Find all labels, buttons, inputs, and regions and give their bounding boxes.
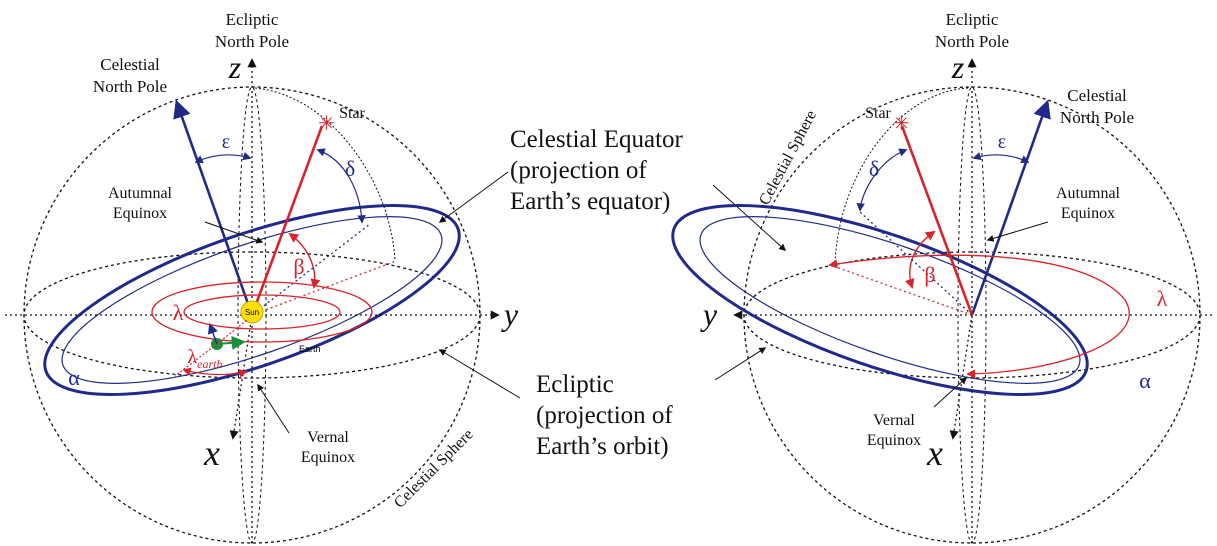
right-autumnal-pointer <box>986 221 1049 242</box>
left-lambda-ellipse-outer <box>151 281 373 343</box>
left-star-label: Star <box>339 105 365 122</box>
left-star-projection-red <box>251 260 397 316</box>
left-delta-arc <box>316 148 366 224</box>
left-earth-label: Earth <box>299 344 321 354</box>
left-lambda-earth-label: λearth <box>187 346 222 371</box>
left-star-meridian-arc <box>254 87 396 261</box>
left-diagram: ✳ Sun Earth Ecliptic North Pole Celestia… <box>5 10 519 544</box>
right-lambda-arc <box>828 254 1130 379</box>
right-axis-y-label: y <box>700 296 718 332</box>
right-celestial-pole-arrow <box>970 99 1051 316</box>
left-celestial-pole-line1: Celestial <box>100 55 160 74</box>
ecliptic-label-line3: Earth’s orbit) <box>536 433 669 460</box>
left-star-marker: ✳ <box>318 113 335 135</box>
left-epsilon-arc <box>194 152 252 163</box>
left-ecliptic-pole-line1: Ecliptic <box>226 10 279 29</box>
left-lambda-earth-arc <box>182 367 248 378</box>
right-autumnal-line2: Equinox <box>1061 205 1115 222</box>
right-star-projection-blue <box>859 211 973 316</box>
left-delta-label: δ <box>345 156 355 181</box>
right-beta-label: β <box>924 262 935 287</box>
right-star-projection-red <box>829 264 973 316</box>
right-star-meridian-arc <box>834 87 969 263</box>
left-celestial-equator-inner <box>61 216 443 384</box>
left-earth-arrow-blue <box>207 323 218 345</box>
left-autumnal-pointer <box>204 221 264 244</box>
ecliptic-pointer-left <box>438 349 521 399</box>
left-earth-arrow-green <box>216 335 246 350</box>
left-star-vector <box>250 125 324 316</box>
right-celestial-pole-line2: North Pole <box>1060 108 1134 127</box>
equator-label-line3: Earth’s equator) <box>510 188 670 215</box>
left-beta-arc <box>288 232 321 289</box>
right-vernal-pointer <box>933 377 968 408</box>
equator-label-line1: Celestial Equator <box>510 126 684 153</box>
right-autumnal-line1: Autumnal <box>1056 185 1121 202</box>
left-celestial-equator-outer <box>43 203 461 397</box>
ecliptic-pointer-right <box>714 347 767 381</box>
right-star-marker: ✳ <box>893 113 910 135</box>
right-ecliptic-pole-line1: Ecliptic <box>946 10 999 29</box>
left-earth-line <box>216 319 248 345</box>
left-vernal-line2: Equinox <box>301 449 355 466</box>
right-epsilon-arc <box>972 152 1030 163</box>
right-axis-z-label: z <box>951 49 965 85</box>
right-vernal-line2: Equinox <box>867 432 921 449</box>
right-lambda-label: λ <box>1157 286 1168 311</box>
left-lambda-label: λ <box>173 300 184 325</box>
left-celestial-pole-line2: North Pole <box>93 77 167 96</box>
left-autumnal-line1: Autumnal <box>108 185 173 202</box>
right-axis-x-label: x <box>926 433 943 473</box>
equator-pointer-left <box>438 171 509 223</box>
right-alpha-label: α <box>1139 368 1151 393</box>
left-x-axis <box>229 314 253 440</box>
left-sun-label: Sun <box>245 308 259 317</box>
right-sphere-label: Celestial Sphere <box>756 108 820 208</box>
right-diagram: ✳ Ecliptic North Pole Celestial North Po… <box>671 10 1212 544</box>
left-earth-sun-dotted <box>174 343 218 377</box>
left-sphere-label: Celestial Sphere <box>391 426 477 512</box>
left-beta-label: β <box>293 254 304 279</box>
left-alpha-label: α <box>68 365 80 390</box>
right-epsilon-label: ε <box>998 131 1006 153</box>
equator-label-line2: (projection of <box>510 157 647 184</box>
left-axis-x-label: x <box>203 433 220 473</box>
left-vernal-line1: Vernal <box>307 429 349 446</box>
left-axis-y-label: y <box>501 296 519 332</box>
right-vernal-line1: Vernal <box>873 412 915 429</box>
left-lambda-ellipse-inner <box>183 294 341 330</box>
left-vernal-pointer <box>257 383 290 434</box>
left-ecliptic-pole-line2: North Pole <box>215 32 289 51</box>
right-delta-label: δ <box>869 156 879 181</box>
right-celestial-equator-outer <box>671 203 1089 397</box>
left-autumnal-line2: Equinox <box>113 205 167 222</box>
left-axis-z-label: z <box>228 49 242 85</box>
center-labels: Celestial Equator (projection of Earth’s… <box>438 126 787 460</box>
equator-pointer-right <box>712 184 787 251</box>
right-celestial-pole-line1: Celestial <box>1067 86 1127 105</box>
right-star-label: Star <box>865 105 891 122</box>
left-celestial-pole-arrow <box>173 99 254 316</box>
ecliptic-label-line1: Ecliptic <box>536 371 614 398</box>
right-ecliptic-pole-line2: North Pole <box>935 32 1009 51</box>
left-sun <box>240 300 264 324</box>
left-epsilon-label: ε <box>222 131 230 153</box>
ecliptic-label-line2: (projection of <box>536 402 673 429</box>
right-delta-arc <box>856 148 908 212</box>
